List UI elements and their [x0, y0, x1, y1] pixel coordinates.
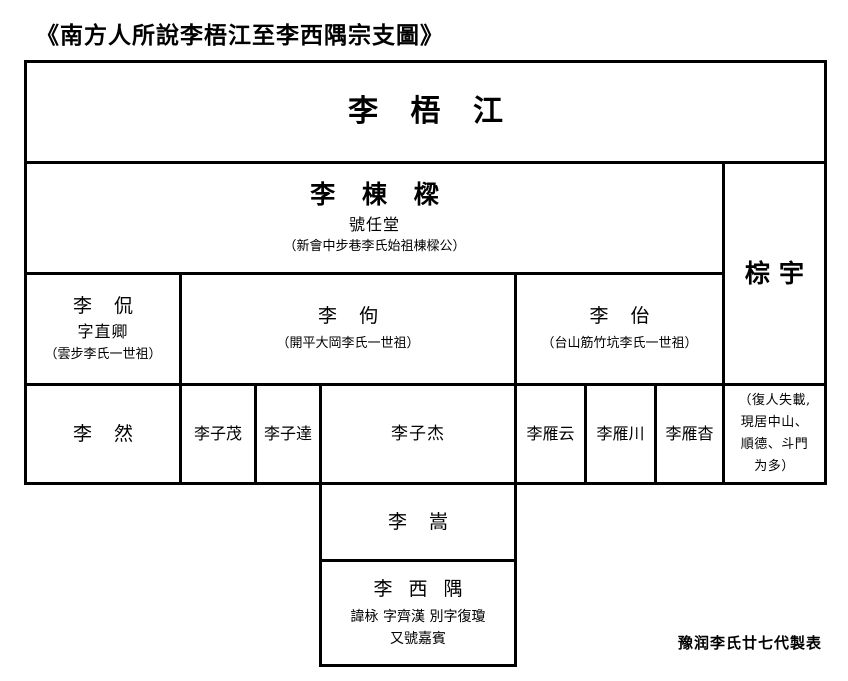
ancestor-name-li-yi: 李 佁 [589, 304, 658, 327]
spacer-bottom-right-2 [586, 561, 656, 666]
descendant-name-li-xiyu: 李 西 隅 [373, 577, 468, 600]
descendant-cell-li-yanchuan: 李雁川 [584, 383, 657, 485]
spacer-bottom-right-1 [516, 561, 586, 666]
descendant-cell-li-song: 李 嵩 [319, 482, 517, 562]
ancestor-zi-li-kan: 字直卿 [77, 322, 129, 342]
descendant-cell-li-zijie: 李子杰 [319, 383, 517, 485]
generation-row-4: 李 然 李子茂 李子達 李子杰 李雁云 李雁川 李雁杳 （復人失載, 現居中山、… [24, 383, 828, 485]
spacer-left-2 [181, 484, 256, 561]
ancestor-hao-li-dongliang: 號任堂 [348, 214, 400, 234]
footer-signature: 豫润李氏廿七代製表 [677, 634, 822, 652]
generation-row-1: 李 梧 江 [23, 60, 828, 164]
generation-row-3: 李 侃 字直卿 （雲步李氏一世祖） 李 佝 （開平大岡李氏一世祖） 李 佁 （台… [24, 272, 826, 386]
ancestor-note-li-yi: （台山筋竹坑李氏一世祖） [541, 336, 698, 352]
side-branch-name-zongyu: 棕宇 [745, 258, 814, 288]
ancestor-note-li-gou: （開平大岡李氏一世祖） [276, 336, 420, 352]
side-branch-cell-zongyu: 棕宇 [721, 161, 828, 386]
descendant-cell-li-zida: 李子達 [254, 383, 322, 485]
side-branch-note-cell: （復人失載, 現居中山、 順德、斗門 为多） [721, 383, 828, 485]
spacer-right-3 [656, 484, 724, 561]
descendant-cell-li-ran: 李 然 [24, 383, 182, 485]
ancestor-cell-li-yi: 李 佁 （台山筋竹坑李氏一世祖） [514, 272, 725, 386]
generation-row-2: 李 棟 樑 號任堂 （新會中步巷李氏始祖棟樑公） 棕宇 [24, 161, 828, 386]
ancestor-cell-li-dongliang: 李 棟 樑 號任堂 （新會中步巷李氏始祖棟樑公） [24, 161, 725, 275]
ancestor-cell-li-gou: 李 佝 （開平大岡李氏一世祖） [179, 272, 517, 386]
ancestor-note-li-kan: （雲步李氏一世祖） [44, 346, 162, 362]
descendant-cell-li-zimao: 李子茂 [179, 383, 257, 485]
side-note-line-4: 为多） [754, 459, 795, 475]
descendant-alias-line-1: 諱栐 字齊漢 別字復瓊 [350, 608, 486, 625]
ancestor-name-li-kan: 李 侃 [72, 294, 142, 317]
spacer-bottom-left-3 [256, 561, 321, 666]
lineage-table: 李 梧 江 李 棟 樑 號任堂 （新會中步巷李氏始祖棟樑公） 棕宇 李 侃 字直… [23, 60, 828, 667]
spacer-bottom-left-2 [181, 561, 256, 666]
ancestor-note-li-dongliang: （新會中步巷李氏始祖棟樑公） [283, 238, 466, 254]
spacer-right-4 [724, 484, 826, 561]
spacer-bottom-left-1 [26, 561, 181, 666]
ancestor-cell-li-wujiang: 李 梧 江 [23, 60, 828, 164]
side-note-line-3: 順德、斗門 [740, 437, 809, 452]
side-note-line-1: （復人失載, [738, 392, 811, 408]
ancestor-name-li-gou: 李 佝 [317, 304, 387, 327]
descendant-cell-li-yanyun: 李雁云 [514, 383, 587, 485]
spacer-right-1 [516, 484, 586, 561]
side-note-line-2: 現居中山、 [740, 414, 809, 430]
spacer-right-2 [586, 484, 656, 561]
ancestor-name-li-dongliang: 李 棟 樑 [310, 180, 448, 210]
descendant-cell-li-xiyu: 李 西 隅 諱栐 字齊漢 別字復瓊 又號嘉賓 [319, 559, 517, 667]
ancestor-cell-li-kan: 李 侃 字直卿 （雲步李氏一世祖） [24, 272, 182, 386]
descendant-cell-li-yanyao: 李雁杳 [654, 383, 725, 485]
descendant-alias-line-2: 又號嘉賓 [390, 630, 446, 647]
spacer-left-3 [256, 484, 321, 561]
spacer-left-1 [26, 484, 181, 561]
generation-row-5: 李 嵩 [26, 482, 826, 562]
generation-row-6: 李 西 隅 諱栐 字齊漢 別字復瓊 又號嘉賓 [26, 559, 826, 667]
page-title: 《南方人所說李梧江至李西隅宗支圖》 [36, 22, 444, 49]
